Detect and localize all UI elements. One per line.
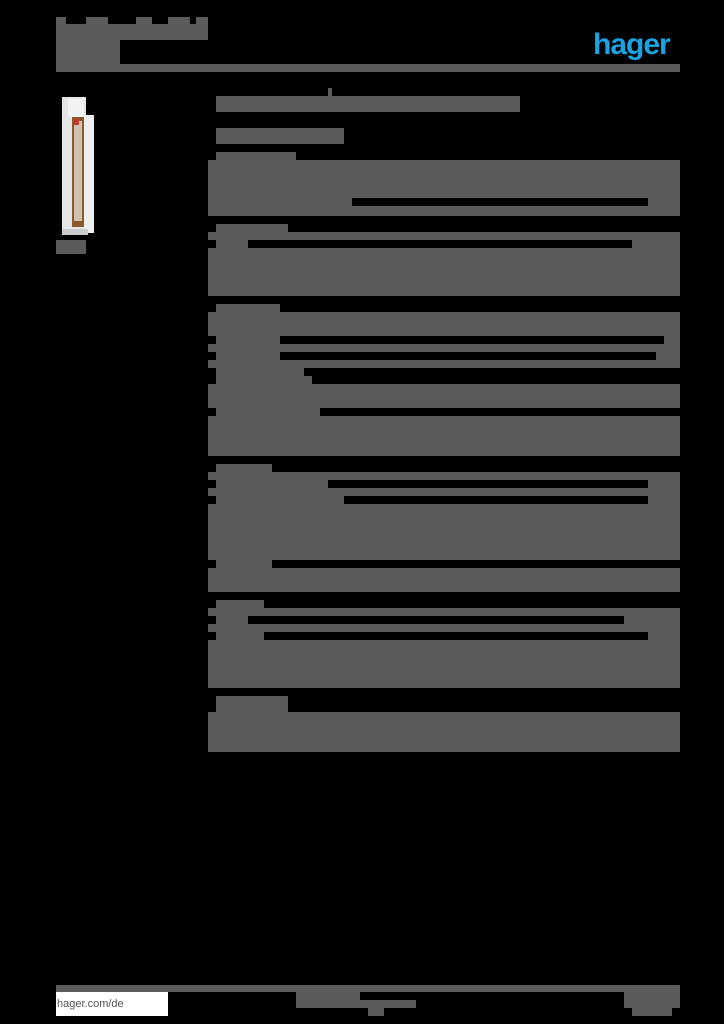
- section-4-body: [208, 568, 680, 592]
- section-6-label: [216, 696, 288, 712]
- section-4-body: [208, 472, 680, 480]
- section-5-body: [208, 624, 680, 632]
- section-1-body: [208, 206, 680, 216]
- header-divider: [56, 64, 680, 72]
- section-5-body: [216, 616, 248, 624]
- header-title-redacted: [86, 17, 108, 25]
- main-heading-redacted: [328, 88, 332, 96]
- header-title-redacted: [56, 24, 208, 40]
- header-title-redacted: [56, 17, 66, 25]
- section-4-body: [216, 480, 328, 488]
- main-subheading-redacted: [216, 128, 344, 144]
- section-3-body: [216, 376, 312, 384]
- section-5-body: [648, 632, 680, 640]
- section-3-body: [216, 352, 280, 360]
- section-1-body: [648, 198, 680, 206]
- footer-info-redacted: [296, 992, 360, 1008]
- footer-url-link[interactable]: hager.com/de: [56, 992, 168, 1016]
- section-3-body: [216, 336, 280, 344]
- header-title-redacted: [196, 17, 208, 25]
- product-image: [58, 97, 96, 235]
- product-caption-redacted: [56, 240, 86, 254]
- footer-divider: [56, 985, 680, 992]
- section-2-body: [632, 240, 680, 248]
- section-3-body: [216, 408, 320, 416]
- section-3-body: [216, 368, 304, 376]
- section-5-body: [208, 608, 680, 616]
- section-3-label: [216, 304, 280, 314]
- header-title-redacted: [168, 17, 190, 25]
- footer-info-redacted: [368, 1008, 384, 1016]
- section-5-body: [216, 632, 264, 640]
- hager-logo: hager: [593, 28, 671, 61]
- section-3-body: [208, 360, 680, 368]
- header-title-redacted: [136, 17, 152, 25]
- footer-page-redacted: [632, 1008, 672, 1016]
- footer-page-redacted: [624, 992, 680, 1008]
- section-3-body: [208, 312, 680, 336]
- section-4-body: [216, 496, 344, 504]
- footer-info-redacted: [360, 1000, 416, 1008]
- section-3-body: [208, 344, 680, 352]
- section-2-body: [208, 232, 680, 240]
- section-3-body: [656, 352, 680, 360]
- main-heading-redacted: [216, 96, 520, 112]
- section-4-body: [648, 480, 680, 488]
- section-2-body: [208, 248, 680, 296]
- section-4-body: [648, 496, 680, 504]
- section-2-body: [216, 240, 248, 248]
- section-4-label: [216, 464, 272, 474]
- section-3-body: [208, 416, 680, 456]
- section-3-body: [208, 384, 680, 408]
- section-4-body: [216, 560, 272, 568]
- section-5-body: [208, 640, 680, 688]
- section-1-label: [216, 152, 296, 162]
- section-5-body: [624, 616, 680, 624]
- section-2-label: [216, 224, 288, 234]
- header-subtitle-redacted: [56, 40, 120, 64]
- section-3-body: [664, 336, 680, 344]
- section-1-body: [208, 198, 352, 206]
- section-4-body: [208, 488, 680, 496]
- section-4-body: [208, 504, 680, 560]
- section-5-label: [216, 600, 264, 610]
- section-6-body: [208, 712, 680, 752]
- section-1-body: [208, 160, 680, 198]
